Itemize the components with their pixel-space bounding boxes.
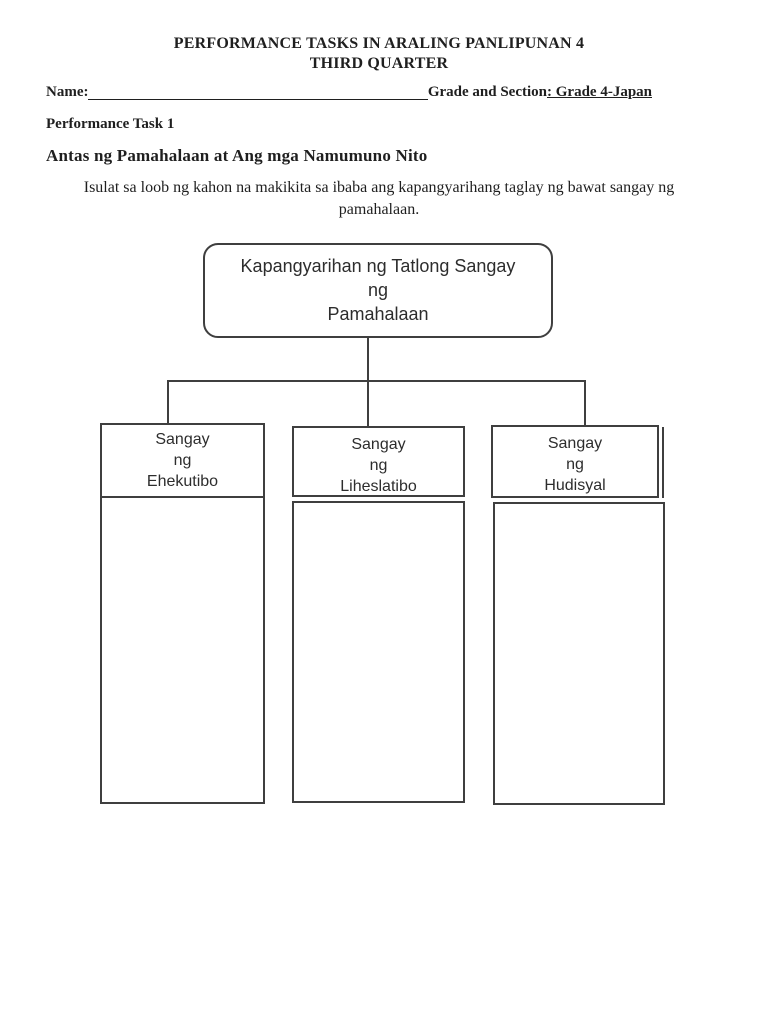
branch-hudisyal-line-3: Hudisyal	[544, 477, 606, 494]
branch-ehekutibo-line-3: Ehekutibo	[146, 473, 219, 490]
name-blank-line	[88, 86, 428, 100]
performance-task-label: Performance Task 1	[46, 116, 175, 132]
document-title: PERFORMANCE TASKS IN ARALING PANLIPUNAN …	[46, 34, 712, 74]
branch-ehekutibo-line-2: ng	[173, 452, 192, 469]
title-line-1: PERFORMANCE TASKS IN ARALING PANLIPUNAN …	[173, 35, 585, 52]
root-box-line-2: ng	[367, 280, 389, 300]
branch-liheslatibo-line-3: Liheslatibo	[340, 478, 417, 495]
grade-section-label: Grade and Section	[427, 84, 547, 100]
branch-liheslatibo-line-1: Sangay	[351, 436, 406, 453]
branch-header-ehekutibo: Sangay ng Ehekutibo	[100, 423, 265, 498]
root-box-line-1: Kapangyarihan ng Tatlong Sangay	[240, 256, 516, 276]
answer-box-hudisyal	[493, 502, 665, 805]
name-row: Name: Grade and Section : Grade 4-Japan	[46, 83, 652, 102]
grade-section-value: : Grade 4-Japan	[547, 84, 652, 100]
section-heading: Antas ng Pamahalaan at Ang mga Namumuno …	[46, 146, 428, 165]
branch-header-hudisyal: Sangay ng Hudisyal	[491, 425, 659, 498]
branch-hudisyal-line-1: Sangay	[547, 435, 603, 452]
connector-vertical-middle	[367, 337, 369, 427]
answer-box-liheslatibo	[292, 501, 465, 803]
instructions-text: Isulat sa loob ng kahon na makikita sa i…	[83, 179, 675, 218]
root-box-line-3: Pamahalaan	[327, 304, 429, 324]
branch-header-liheslatibo: Sangay ng Liheslatibo	[292, 426, 465, 497]
branch-header-hudisyal-edge-line	[662, 427, 664, 498]
connector-vertical-left	[167, 380, 169, 424]
name-label: Name:	[46, 84, 89, 100]
branch-liheslatibo-line-2: ng	[369, 457, 388, 474]
branch-ehekutibo-line-1: Sangay	[155, 431, 210, 448]
title-line-2: THIRD QUARTER	[309, 55, 449, 72]
answer-box-ehekutibo	[100, 423, 265, 804]
root-box: Kapangyarihan ng Tatlong Sangay ng Pamah…	[203, 243, 553, 338]
branch-hudisyal-line-2: ng	[566, 456, 584, 473]
connector-vertical-right	[584, 380, 586, 426]
connector-horizontal	[167, 380, 586, 382]
